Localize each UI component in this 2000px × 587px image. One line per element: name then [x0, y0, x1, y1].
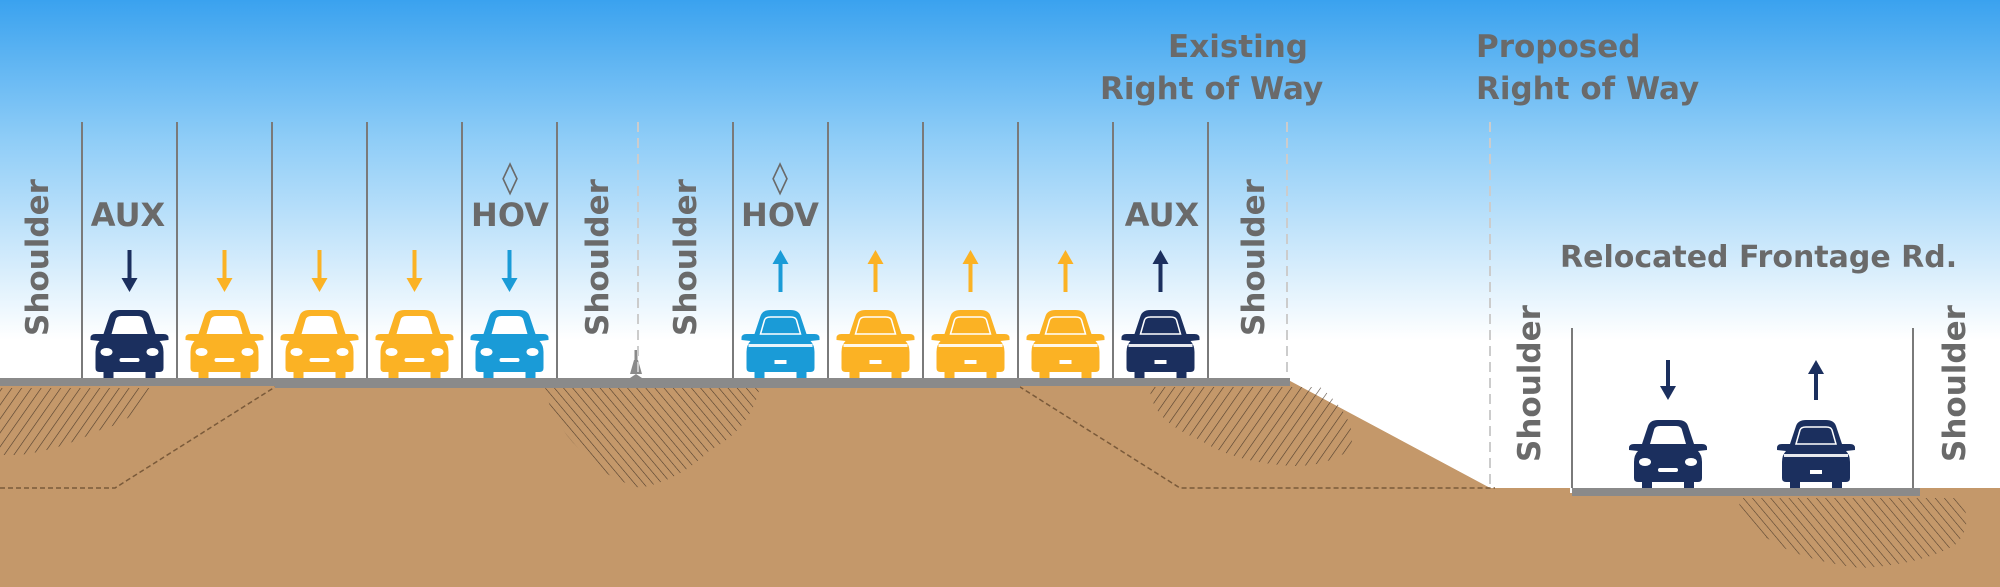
existing-row-line1: Existing [1168, 29, 1308, 65]
hov-label-right: HOV [741, 196, 819, 234]
proposed-row-line1: Proposed [1476, 29, 1641, 65]
shoulder-label: Shoulder [580, 179, 616, 336]
shoulder-label: Shoulder [1937, 305, 1973, 462]
lane-9 [1025, 250, 1106, 378]
frontage-lane-1 [1629, 360, 1707, 488]
proposed-row-label: Proposed Right of Way [1476, 26, 1699, 110]
existing-row-label: Existing Right of Way [1100, 26, 1324, 110]
ground-embankment-top [0, 381, 1490, 488]
shoulder-label: Shoulder [20, 179, 56, 336]
lane-7 [835, 250, 916, 378]
soil-hatch [0, 388, 150, 455]
car-front-icon [1629, 420, 1707, 488]
main-road-median-dip [275, 379, 1020, 388]
lane-1 [90, 250, 169, 378]
soil-hatch [1150, 387, 1352, 466]
car-rear-icon [1776, 419, 1856, 488]
soil-hatch [1739, 498, 1967, 568]
vehicles [90, 250, 1856, 488]
hov-diamond-right: ◊ [772, 158, 788, 196]
lane-8 [930, 250, 1011, 378]
lane-2 [185, 250, 264, 378]
frontage-road-label: Relocated Frontage Rd. [1560, 240, 1958, 275]
aux-label-right: AUX [1124, 196, 1200, 234]
frontage-lane-2 [1776, 360, 1856, 488]
frontage-road-surface [1572, 488, 1920, 496]
hov-diamond-left: ◊ [502, 158, 518, 196]
lane-6 [740, 250, 821, 378]
shoulder-label: Shoulder [668, 179, 704, 336]
existing-row-line2: Right of Way [1100, 71, 1324, 107]
proposed-row-line2: Right of Way [1476, 71, 1700, 107]
hov-label-left: HOV [471, 196, 549, 234]
shoulder-label: Shoulder [1512, 305, 1548, 462]
lane-5 [470, 250, 549, 378]
aux-label-left: AUX [90, 196, 166, 234]
soil-hatch [545, 387, 760, 488]
shoulder-label: Shoulder [1236, 179, 1272, 336]
lane-10 [1120, 250, 1201, 378]
lane-lines [81, 122, 1209, 378]
lane-3 [280, 250, 359, 378]
lane-4 [375, 250, 454, 378]
